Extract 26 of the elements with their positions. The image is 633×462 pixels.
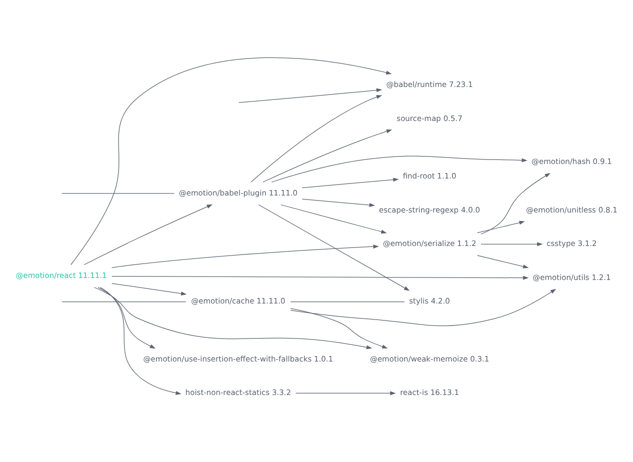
connector: [62, 301, 186, 302]
arrow: [112, 276, 529, 280]
arrow: [480, 172, 550, 234]
arrow: [238, 88, 382, 103]
arrow: [290, 288, 556, 326]
arrow: [111, 244, 379, 268]
connector: [290, 301, 405, 302]
arrow: [262, 130, 392, 182]
arrow: [476, 220, 525, 234]
arrow: [100, 287, 182, 395]
arrow: [84, 204, 212, 266]
arrow: [70, 57, 392, 266]
arrow: [302, 198, 375, 207]
arrow: [480, 242, 543, 246]
arrow: [271, 156, 528, 182]
arrow: [296, 391, 396, 396]
arrow: [98, 287, 156, 348]
arrow: [250, 95, 382, 182]
arrow: [111, 283, 187, 296]
connector: [62, 193, 175, 194]
arrow: [290, 308, 388, 348]
arrow: [258, 204, 410, 291]
arrow: [94, 287, 372, 350]
arrow: [302, 178, 399, 188]
arrow: [476, 255, 529, 268]
arrow: [280, 204, 387, 234]
